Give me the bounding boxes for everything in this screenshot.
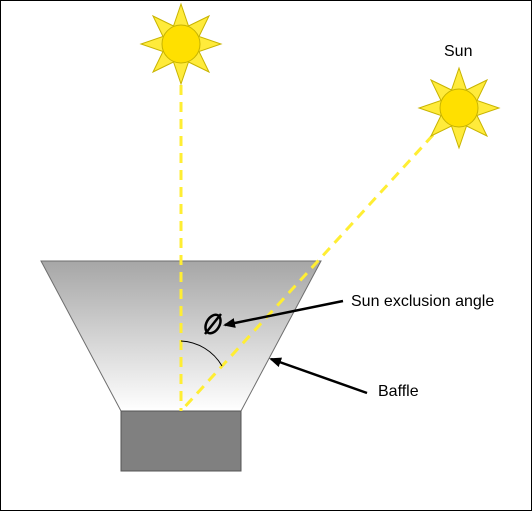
sun-label: Sun <box>444 43 472 60</box>
sun-icon <box>417 66 501 150</box>
exclusion-angle-arrow <box>223 299 344 328</box>
exclusion-angle-arc <box>180 340 223 367</box>
baffle-arrow <box>269 357 368 395</box>
baffle <box>40 260 322 412</box>
baffle-label: Baffle <box>378 383 419 400</box>
slanted-sun-ray <box>179 133 435 413</box>
detector-block <box>120 410 242 472</box>
angle-symbol-icon <box>204 313 222 335</box>
sun-exclusion-angle-label: Sun exclusion angle <box>351 293 494 310</box>
sun-icon <box>139 2 223 86</box>
